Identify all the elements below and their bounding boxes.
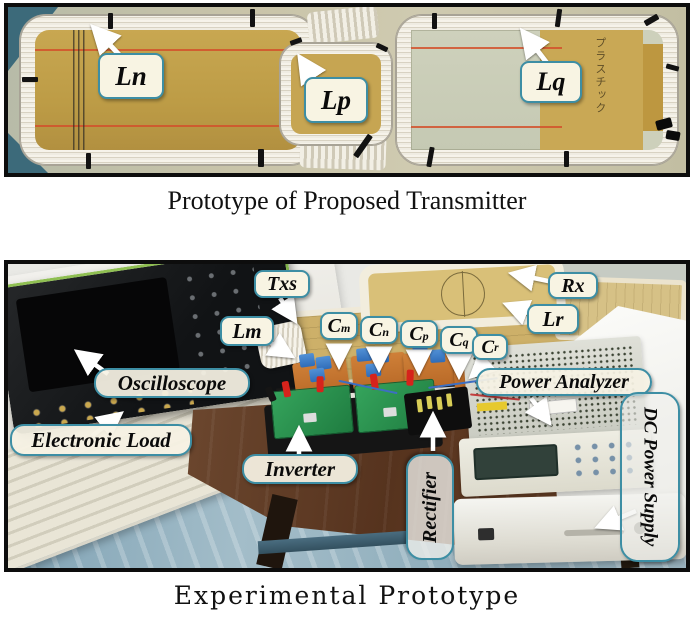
label-cp-sub: p xyxy=(422,329,429,343)
capacitor-block xyxy=(298,352,316,368)
coil-ln xyxy=(20,15,316,165)
power-analyzer-lcd xyxy=(473,443,559,481)
rectifier-capacitor xyxy=(416,398,423,413)
label-lp-text: Lp xyxy=(321,84,351,115)
label-oscilloscope-text: Oscilloscope xyxy=(117,370,227,395)
label-power-analyzer: Power Analyzer xyxy=(476,368,652,396)
label-cn-sub: n xyxy=(382,325,390,339)
terminal-block xyxy=(383,406,397,418)
label-rx: Rx xyxy=(548,272,598,299)
label-cr-main: C xyxy=(481,336,495,358)
label-inverter: Inverter xyxy=(242,454,358,484)
label-cp-main: C xyxy=(409,323,423,345)
marking-line xyxy=(411,46,563,49)
label-lr-text: Lr xyxy=(542,306,564,331)
label-cm-sub: m xyxy=(341,321,351,335)
label-electronic-load-text: Electronic Load xyxy=(31,427,171,452)
power-switch xyxy=(477,527,495,541)
label-cn-main: C xyxy=(368,319,383,341)
label-lr: Lr xyxy=(527,304,579,334)
label-oscilloscope: Oscilloscope xyxy=(94,368,250,398)
label-lm-text: Lm xyxy=(232,318,262,343)
rectifier-capacitor xyxy=(426,395,433,410)
label-ln: Ln xyxy=(98,53,164,99)
marking-line xyxy=(35,124,301,127)
label-power-analyzer-text: Power Analyzer xyxy=(499,371,629,393)
tape-mark xyxy=(564,151,569,167)
tape-mark xyxy=(86,153,91,169)
front-slot xyxy=(564,528,625,537)
inverter-pcb xyxy=(264,376,354,440)
rectifier-capacitor xyxy=(445,393,453,407)
tape-mark xyxy=(432,13,437,29)
label-rectifier-text: Rectifier xyxy=(419,471,441,543)
label-cm-main: C xyxy=(327,315,341,337)
cardboard-strip xyxy=(643,44,663,131)
label-lq-text: Lq xyxy=(536,67,566,96)
transmitter-photo: プラスチック xyxy=(4,3,690,177)
test-clip-red xyxy=(316,376,324,393)
top-caption: Prototype of Proposed Transmitter xyxy=(167,186,527,215)
coil-ln-cardboard xyxy=(35,30,301,150)
label-cq-main: C xyxy=(449,329,463,351)
tape-mark xyxy=(258,149,264,167)
rectifier-capacitor xyxy=(436,396,443,411)
label-txs-text: Txs xyxy=(267,273,297,295)
label-rx-text: Rx xyxy=(561,274,585,297)
tape-mark xyxy=(22,77,38,82)
test-clip-red xyxy=(406,369,414,386)
bottom-caption: Experimental Prototype xyxy=(173,581,521,610)
label-cr-sub: r xyxy=(494,341,499,354)
label-dc-power-supply: DC Power Supply xyxy=(620,392,680,562)
marking-line xyxy=(35,49,301,52)
label-inverter-text: Inverter xyxy=(265,456,335,481)
label-electronic-load: Electronic Load xyxy=(10,424,192,456)
capacitor-block xyxy=(355,347,373,362)
capacitor-block xyxy=(373,349,390,364)
tape-mark xyxy=(250,9,255,27)
wire-marks xyxy=(73,30,87,150)
label-ln-text: Ln xyxy=(115,60,147,91)
label-lp: Lp xyxy=(304,77,368,123)
label-rectifier: Rectifier xyxy=(406,454,454,560)
marking-line xyxy=(411,126,563,128)
cardboard-sheet: プラスチック xyxy=(539,30,643,150)
label-txs: Txs xyxy=(254,270,310,298)
rectifier-board xyxy=(403,386,473,436)
tape-mark xyxy=(108,13,113,29)
label-dc-power-supply-text: DC Power Supply xyxy=(639,407,661,547)
label-lq: Lq xyxy=(520,61,582,103)
label-cq-sub: q xyxy=(462,335,469,349)
label-lm: Lm xyxy=(220,316,274,346)
board-note-japanese: プラスチック xyxy=(593,37,606,116)
terminal-block xyxy=(303,412,317,423)
